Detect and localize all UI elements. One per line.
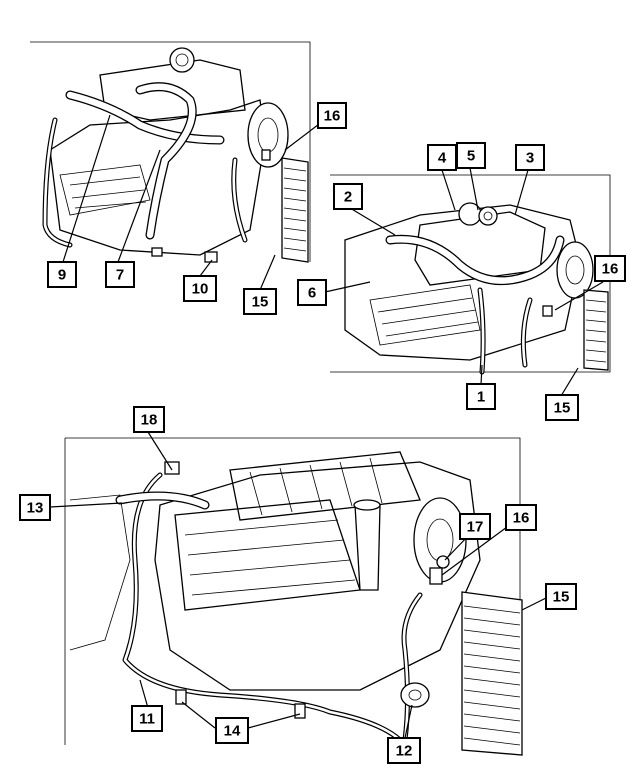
callout-label: 7 (116, 267, 124, 284)
callout-7: 7 (105, 261, 135, 288)
leader-lines (49, 114, 604, 739)
callout-label: 11 (139, 711, 155, 728)
clip-14-a (175, 689, 187, 705)
view-top-right (330, 174, 611, 375)
callout-label: 16 (324, 108, 341, 125)
callout-label: 10 (192, 281, 209, 298)
view-top-left-frame (30, 41, 311, 262)
callout-box (427, 144, 457, 171)
callout-label: 16 (602, 261, 619, 278)
fitting-16-bottom (429, 567, 443, 585)
callout-label: 15 (554, 400, 571, 417)
callout-box (545, 394, 579, 421)
view-bottom (64, 437, 523, 756)
callout-13: 13 (19, 494, 51, 521)
radiator-tl (281, 157, 309, 263)
callout-4: 4 (427, 144, 457, 171)
throttle-body-tl (169, 47, 195, 73)
callout-11: 11 (131, 705, 163, 732)
callout-16-top-left: 16 (317, 102, 347, 129)
callout-17: 17 (459, 513, 491, 540)
callout-label: 12 (396, 743, 413, 760)
callout-label: 15 (252, 294, 269, 311)
fitting-18 (164, 461, 180, 475)
pulley-tr (556, 241, 594, 299)
callout-label: 1 (477, 389, 485, 406)
callout-box (545, 583, 577, 610)
fender-bottom (69, 494, 131, 651)
callout-9: 9 (47, 261, 77, 288)
callout-box (317, 102, 347, 129)
callout-label: 3 (526, 150, 534, 167)
callout-box (215, 717, 249, 744)
callout-box (466, 383, 496, 410)
view-top-left (30, 41, 311, 263)
callout-box (594, 255, 626, 282)
callout-15-top-left: 15 (243, 288, 277, 315)
callout-14: 14 (215, 717, 249, 744)
callout-label: 15 (553, 589, 570, 606)
callout-5: 5 (456, 142, 486, 169)
callout-label: 2 (344, 189, 352, 206)
callout-box (133, 406, 165, 433)
callout-label: 18 (141, 412, 158, 429)
fitting-16-tl (261, 149, 271, 161)
callout-label: 13 (27, 500, 44, 517)
callout-box (459, 513, 491, 540)
intake-manifold-bottom (229, 451, 421, 521)
engine-block-bottom (154, 461, 481, 691)
callout-label: 9 (58, 267, 66, 284)
callout-box (105, 261, 135, 288)
callout-18: 18 (133, 406, 165, 433)
callout-12: 12 (387, 737, 421, 764)
callout-label: 6 (308, 285, 316, 302)
valve-cover-tl (59, 164, 151, 216)
reservoir-cap (400, 682, 430, 708)
callout-box (297, 279, 327, 306)
callout-box (19, 494, 51, 521)
callout-label: 5 (467, 148, 475, 165)
clip-14-b (294, 703, 306, 719)
callout-15-bottom: 15 (545, 583, 577, 610)
callout-16-top-right: 16 (594, 255, 626, 282)
callout-box (183, 275, 217, 302)
callout-label: 4 (438, 150, 447, 167)
radiator-bottom (461, 591, 523, 756)
pulley-tl (247, 102, 289, 168)
callout-box (515, 144, 545, 171)
callout-box (387, 737, 421, 764)
oil-filter (354, 504, 381, 591)
callout-box (47, 261, 77, 288)
callout-16-bottom: 16 (505, 504, 537, 531)
callout-1: 1 (466, 383, 496, 410)
valve-cover-tr (369, 284, 481, 346)
callout-box (505, 504, 537, 531)
radiator-tr (583, 289, 609, 371)
callout-box (456, 142, 486, 169)
callout-10: 10 (183, 275, 217, 302)
callout-2: 2 (333, 183, 363, 210)
callout-label: 14 (224, 723, 241, 740)
fitting-16-tr (542, 305, 553, 317)
callout-box (131, 705, 163, 732)
callout-label: 17 (467, 519, 484, 536)
callout-3: 3 (515, 144, 545, 171)
callout-15-top-right: 15 (545, 394, 579, 421)
callout-box (243, 288, 277, 315)
callout-box (333, 183, 363, 210)
callout-label: 16 (513, 510, 530, 527)
callout-6: 6 (297, 279, 327, 306)
